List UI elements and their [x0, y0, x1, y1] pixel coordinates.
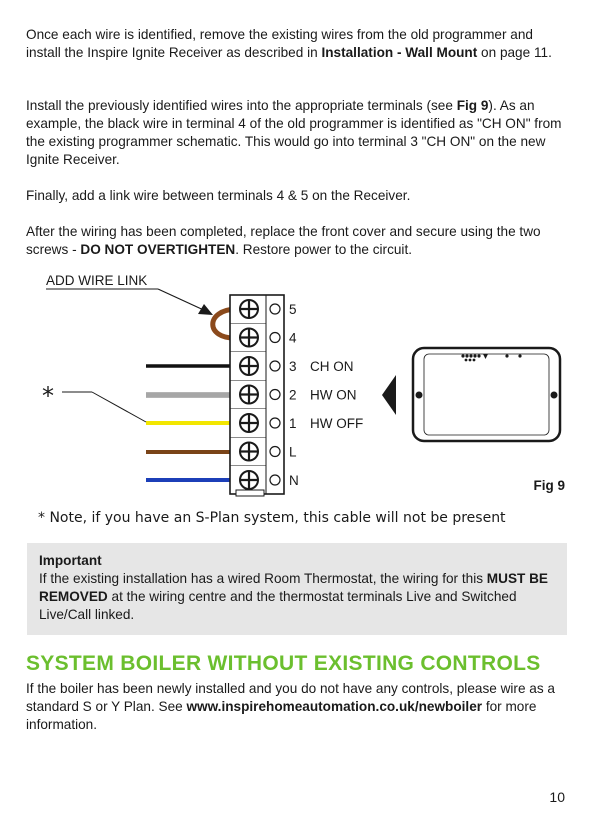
terminal-function-label: CH ON [310, 359, 354, 374]
terminal-1: 1 HW OFF [230, 413, 363, 438]
instruction-paragraph-2: Install the previously identified wires … [26, 98, 562, 167]
terminal-5: 5 [230, 299, 297, 324]
terminal-indicator [269, 474, 281, 486]
terminal-indicator [269, 417, 281, 429]
link-arrowhead [198, 304, 213, 315]
important-text-before: If the existing installation has a wired… [39, 571, 487, 586]
figure-label: Fig 9 [533, 478, 565, 493]
new-boiler-link[interactable]: www.inspirehomeautomation.co.uk/newboile… [186, 699, 483, 714]
asterisk-marker: * [42, 382, 54, 410]
terminal-function-label: HW ON [310, 388, 357, 403]
terminal-function-label: HW OFF [310, 416, 363, 431]
terminal-number: N [289, 473, 299, 488]
terminal-indicator [269, 331, 281, 344]
instruction-paragraph-4: After the wiring has been completed, rep… [26, 224, 541, 257]
important-heading: Important [39, 553, 102, 568]
receiver-mount-hole-left [415, 391, 423, 399]
link-wire [210, 306, 237, 341]
terminal-2: 2 HW ON [230, 384, 357, 410]
terminal-indicator [269, 445, 281, 458]
terminal-number: 5 [289, 302, 297, 317]
terminal-number: 4 [289, 331, 297, 346]
terminal-block-foot [235, 489, 265, 497]
receiver-mount-hole-right [550, 391, 558, 399]
receiver-indicator-leds [461, 354, 522, 362]
receiver-body [411, 346, 562, 443]
terminal-indicator [269, 388, 281, 401]
receiver-pointer-arrow [382, 375, 396, 415]
terminal-indicator [269, 360, 281, 372]
terminal-rows: 5 4 3 CH ON 2 HW ON 1 HW OFF LN [230, 299, 363, 490]
terminal-l: L [230, 441, 297, 467]
section-title: SYSTEM BOILER WITHOUT EXISTING CONTROLS [26, 652, 541, 675]
link-leader-arrow-line [157, 288, 209, 313]
terminal-3: 3 CH ON [230, 356, 354, 381]
terminal-n: N [239, 470, 299, 490]
important-text-after: at the wiring centre and the thermostat … [39, 589, 517, 622]
important-text-bold: MUST BE REMOVED [39, 571, 548, 604]
instruction-paragraph-1: Once each wire is identified, remove the… [26, 27, 552, 60]
s-plan-note: * Note, if you have an S-Plan system, th… [38, 510, 506, 526]
asterisk-leader-diagonal [91, 391, 147, 423]
terminal-4: 4 [230, 327, 297, 353]
important-callout: Important If the existing installation h… [27, 543, 567, 635]
add-wire-link-label: ADD WIRE LINK [46, 273, 147, 288]
terminal-number: 3 [289, 359, 297, 374]
terminal-number: L [289, 445, 297, 460]
section-paragraph: If the boiler has been newly installed a… [26, 681, 555, 732]
page-number: 10 [549, 789, 565, 805]
terminal-number: 2 [289, 388, 297, 403]
instruction-paragraph-3: Finally, add a link wire between termina… [26, 188, 411, 203]
terminal-number: 1 [289, 416, 297, 431]
terminal-indicator [269, 303, 281, 315]
